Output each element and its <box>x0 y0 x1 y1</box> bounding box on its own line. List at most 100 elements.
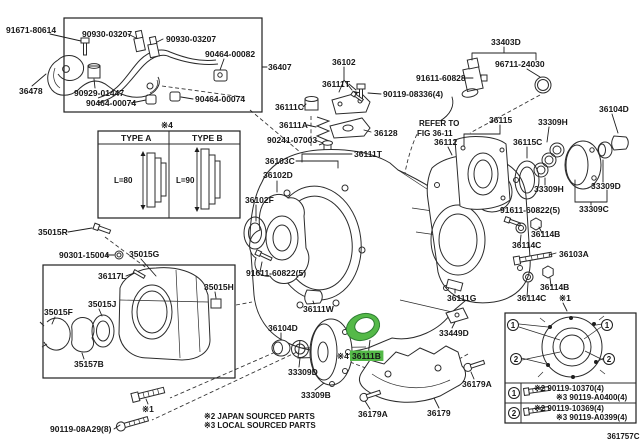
part-label-36407: 36407 <box>268 62 292 72</box>
circled-number-1: 1 <box>507 319 519 331</box>
tube-assy-art <box>87 29 228 105</box>
figure-callouts-layer: 1 1 2 2 1 2 <box>507 319 615 419</box>
part-label-36179A-a: 36179A <box>358 409 388 419</box>
callout-row2-line2: ※3 90119-A0399(4) <box>556 413 628 422</box>
part-label-36115C: 36115C <box>513 137 542 147</box>
diagram-line-art <box>31 17 637 432</box>
part-label-35015G: 35015G <box>129 249 160 259</box>
flange-group-art <box>271 289 384 387</box>
inset-box-type <box>97 130 241 219</box>
part-label-35015F: 35015F <box>44 307 73 317</box>
svg-text:1: 1 <box>511 321 516 330</box>
part-label-90929-01447: 90929-01447 <box>74 88 124 98</box>
refer-note-line1: REFER TO <box>419 119 459 128</box>
part-label-36111A: 36111A <box>279 120 308 130</box>
bracket-36179-art <box>358 345 486 403</box>
part-label-96711-24030: 96711-24030 <box>495 59 545 69</box>
type-box-length-a: L=80 <box>114 176 133 185</box>
part-label-35015H: 35015H <box>204 282 234 292</box>
part-label-36104D-b: 36104D <box>268 323 298 333</box>
part-label-90119-08336: 90119-08336(4) <box>383 89 443 99</box>
svg-text:2: 2 <box>512 409 517 418</box>
part-label-90464-00082: 90464-00082 <box>205 49 255 59</box>
part-label-36112: 36112 <box>434 137 457 147</box>
part-label-90930-03207-b: 90930-03207 <box>166 34 216 44</box>
circled-number-1: 1 <box>601 319 613 331</box>
part-label-36128: 36128 <box>374 128 398 138</box>
part-label-ref1-a: ※1 <box>559 293 571 303</box>
leader-lines <box>31 33 619 430</box>
right-assembly-art <box>454 135 629 210</box>
bracket-36478-art <box>47 37 160 98</box>
inset-box-tube-assy <box>63 17 263 113</box>
part-label-33403D: 33403D <box>491 37 521 47</box>
svg-text:2: 2 <box>514 355 519 364</box>
callout-row2-line1: ※2 90119-10369(4) <box>534 404 604 413</box>
part-label-36114B-a: 36114B <box>531 229 560 239</box>
left-fasteners-art <box>92 222 124 260</box>
circled-number-2: 2 <box>508 407 520 419</box>
part-label-36111W: 36111W <box>303 304 335 314</box>
part-label-36103C: 36103C <box>265 156 295 166</box>
circled-number-1: 1 <box>508 387 520 399</box>
note-local-sourced: ※3 LOCAL SOURCED PARTS <box>204 421 316 430</box>
svg-text:2: 2 <box>607 355 612 364</box>
part-label-36117L: 36117L <box>98 271 126 281</box>
part-label-36111G: 36111G <box>447 293 477 303</box>
part-label-33449D: 33449D <box>439 328 469 338</box>
part-label-36179A-b: 36179A <box>462 379 492 389</box>
part-label-33309D-a: 33309D <box>591 181 621 191</box>
part-label-33309B: 33309B <box>301 390 331 400</box>
callout-row1-line2: ※3 90119-A0400(4) <box>556 393 628 402</box>
part-label-35157B: 35157B <box>74 359 104 369</box>
highlighted-part-label-bg[interactable] <box>350 350 384 362</box>
type-a-sleeve <box>140 151 167 210</box>
breather-stack-art <box>304 96 333 154</box>
part-label-35015J: 35015J <box>88 299 117 309</box>
type-b-sleeve <box>194 147 221 212</box>
part-label-90930-03207-a: 90930-03207 <box>82 29 132 39</box>
part-label-91611-60822-b: 91611-60822(5) <box>500 205 560 215</box>
diagram-code: 361757C <box>607 432 640 441</box>
part-label-36111T-a: 36111T <box>322 79 351 89</box>
part-label-33309H-b: 33309H <box>534 184 564 194</box>
circled-number-2: 2 <box>510 353 522 365</box>
part-label-ref1-b: ※1 <box>142 404 154 414</box>
type-box-marker: ※4 <box>161 120 173 130</box>
part-label-36114C-b: 36114C <box>517 293 546 303</box>
inset-box-callouts <box>504 312 637 424</box>
part-label-90301-15004: 90301-15004 <box>59 250 109 260</box>
callout-housing-figure <box>518 315 606 379</box>
highlighted-ring-36111B[interactable] <box>343 309 384 345</box>
svg-text:1: 1 <box>512 389 517 398</box>
part-label-33309C: 33309C <box>579 204 609 214</box>
type-box-header-a: TYPE A <box>121 133 151 143</box>
part-label-36102F: 36102F <box>245 195 274 205</box>
part-label-36111T-b: 36111T <box>354 149 383 159</box>
part-label-36179: 36179 <box>427 408 451 418</box>
part-label-36115: 36115 <box>489 115 512 125</box>
part-label-35015R: 35015R <box>38 227 68 237</box>
part-label-91611-60822-a: 91611-60822(5) <box>246 268 306 278</box>
part-label-36102D: 36102D <box>263 170 293 180</box>
part-label-33309D-b: 33309D <box>288 367 318 377</box>
part-label-90464-00074-a: 90464-00074 <box>86 98 136 108</box>
part-label-36104D-a: 36104D <box>599 104 629 114</box>
part-label-36111B[interactable]: 36111B <box>352 351 381 361</box>
sensor-art <box>461 57 552 98</box>
note-japan-sourced: ※2 JAPAN SOURCED PARTS <box>204 412 316 421</box>
callout-bolt-2 <box>522 405 550 417</box>
part-label-33309H-a: 33309H <box>538 117 568 127</box>
part-label-90464-00074-b: 90464-00074 <box>195 94 245 104</box>
type-box-header-b: TYPE B <box>192 133 223 143</box>
part-label-36478: 36478 <box>19 86 43 96</box>
refer-note-line2: FIG 36-11 <box>417 129 453 138</box>
lower-bolts-art <box>115 386 166 432</box>
cover-gasket-art <box>329 74 488 139</box>
part-label-36111C: 36111C <box>275 102 304 112</box>
callout-row1-line1: ※2 90119-10370(4) <box>534 384 604 393</box>
part-label-36114B-b: 36114B <box>540 282 569 292</box>
part-label-90119-08A29: 90119-08A29(8) <box>50 424 112 434</box>
